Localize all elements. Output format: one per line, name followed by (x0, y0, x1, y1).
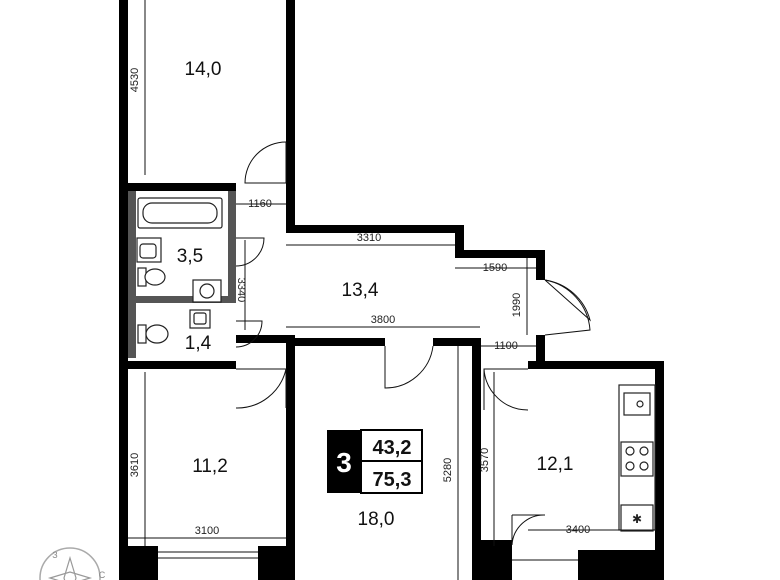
wc-sink-icon (189, 309, 211, 329)
sink-icon (136, 237, 162, 263)
compass-letter-right: С (99, 570, 106, 580)
doors (235, 141, 591, 546)
dim-1990: 1990 (511, 293, 523, 317)
dim-4530: 4530 (129, 68, 141, 92)
bathtub-icon (137, 197, 223, 229)
room-area-bathroom: 3,5 (177, 246, 203, 267)
badge-rooms-count: 3 (336, 447, 352, 478)
room-area-bedroom-left: 11,2 (192, 456, 228, 477)
dim-1160: 1160 (248, 198, 272, 210)
badge-number-bg (327, 430, 361, 493)
dim-3800: 3800 (371, 314, 395, 326)
dim-3340: 3340 (235, 278, 247, 302)
walls (119, 0, 664, 580)
fixtures: ✱ (136, 197, 656, 561)
room-area-top-left: 14,0 (185, 59, 222, 80)
bathroom-walls (128, 191, 236, 358)
compass-icon: З С (39, 547, 106, 580)
toilet-icon (137, 267, 166, 287)
dim-3610: 3610 (129, 453, 141, 477)
dimension-labels: 4530 1160 3310 3340 1590 1990 3800 1100 … (129, 68, 590, 537)
badge-total-area: 75,3 (373, 469, 412, 491)
dim-3400: 3400 (566, 524, 590, 536)
dim-3310: 3310 (357, 232, 381, 244)
compass-letter-top: З (52, 550, 57, 560)
room-area-living: 18,0 (358, 509, 395, 530)
wc-toilet-icon (137, 324, 169, 344)
badge-living-area: 43,2 (373, 437, 412, 459)
window-icon (158, 551, 578, 561)
dim-3570: 3570 (479, 448, 491, 472)
room-labels: 14,0 3,5 1,4 13,4 11,2 18,0 12,1 (177, 59, 574, 530)
stove-icon (620, 441, 654, 477)
room-area-kitchen: 12,1 (537, 454, 574, 475)
washing-machine-icon (192, 279, 222, 303)
dimension-lines (128, 0, 655, 580)
dim-1590: 1590 (483, 262, 507, 274)
dim-5280: 5280 (442, 458, 454, 482)
svg-text:✱: ✱ (632, 512, 642, 526)
dim-1100: 1100 (494, 340, 518, 352)
dim-3100: 3100 (195, 525, 219, 537)
area-badge: 3 43,2 75,3 (327, 429, 423, 494)
room-area-hallway: 13,4 (342, 280, 379, 301)
fridge-icon: ✱ (620, 504, 654, 532)
room-area-toilet: 1,4 (185, 333, 212, 354)
